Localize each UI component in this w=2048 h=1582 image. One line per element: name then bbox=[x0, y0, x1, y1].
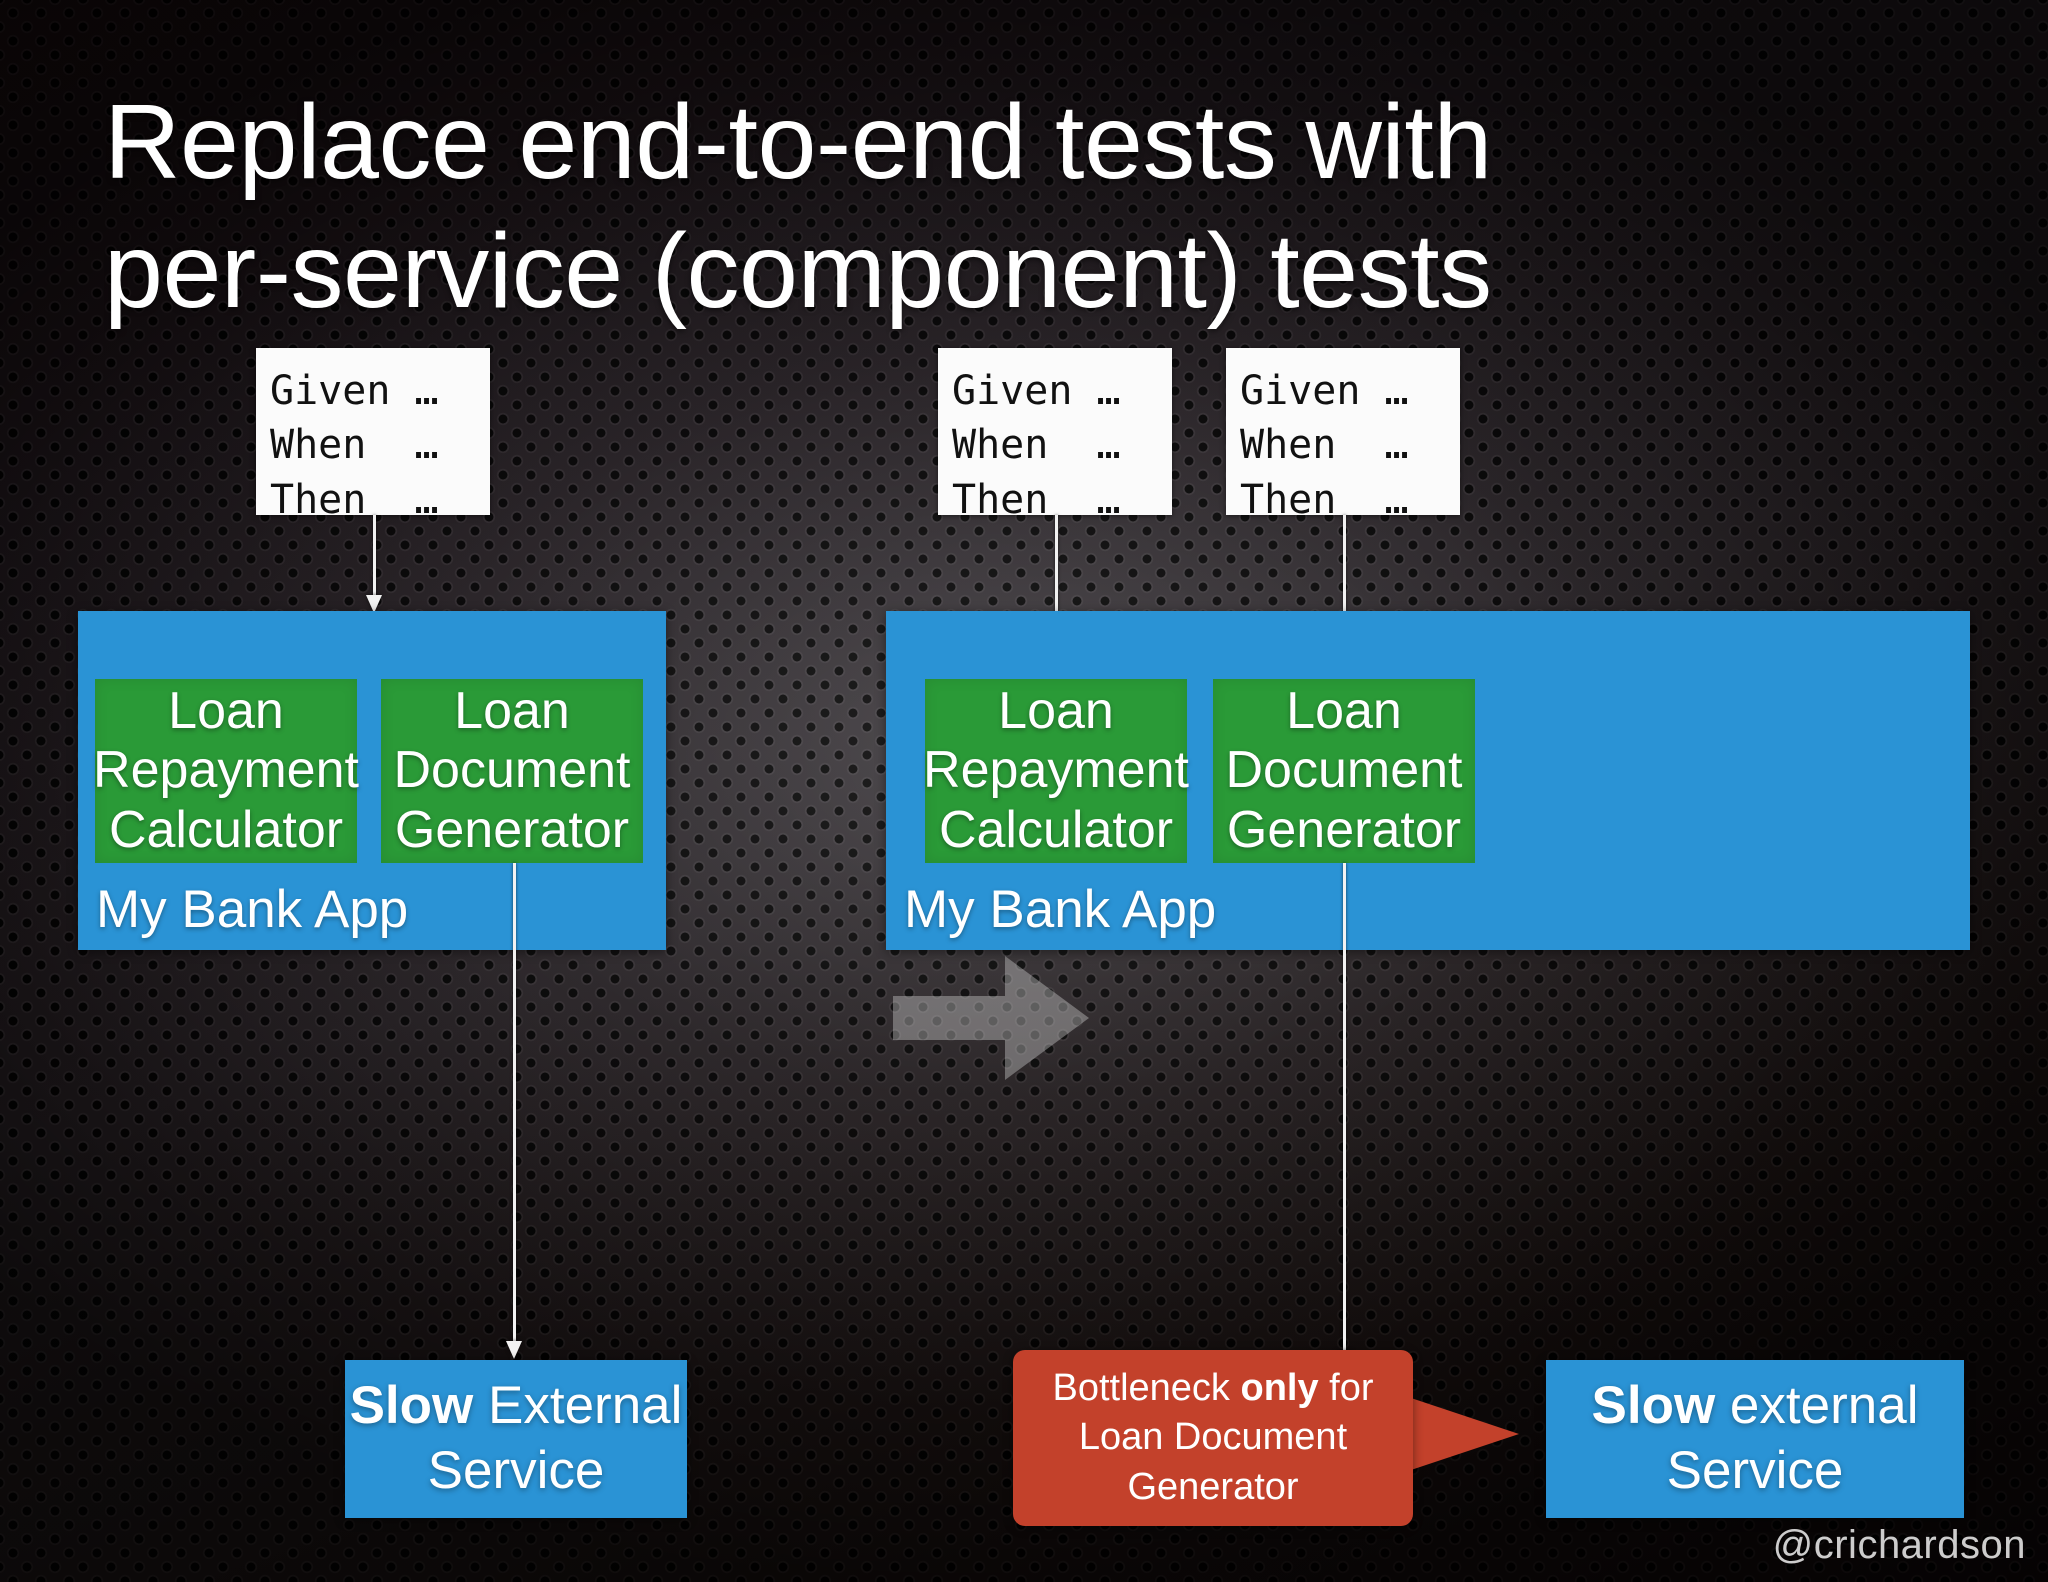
service-line-1: Loan bbox=[998, 682, 1114, 741]
service-line-2: Document bbox=[393, 741, 631, 800]
service-line-1: Loan bbox=[1286, 682, 1402, 741]
service-box-right-loan-repayment-calculator: Loan Repayment Calculator bbox=[923, 679, 1189, 863]
external-service-box-right: Slow external Service bbox=[1546, 1360, 1964, 1518]
service-line-2: Repayment bbox=[93, 741, 359, 800]
external-service-left-rest: External bbox=[473, 1376, 683, 1436]
gherkin-given: Given … bbox=[1240, 368, 1409, 414]
service-box-left-loan-repayment-calculator: Loan Repayment Calculator bbox=[93, 679, 359, 863]
service-box-right-loan-document-generator: Loan Document Generator bbox=[1213, 679, 1475, 863]
service-line-3: Calculator bbox=[938, 800, 1174, 859]
app-container-right-label: My Bank App bbox=[904, 880, 1217, 939]
gherkin-card-right-document-test: Given … When … Then … bbox=[1226, 348, 1460, 523]
bottleneck-callout: Bottleneck only for Loan Document Genera… bbox=[1013, 1350, 1413, 1526]
external-service-left-line-2: Service bbox=[427, 1441, 605, 1500]
callout-line-1: Bottleneck only for bbox=[1052, 1364, 1373, 1413]
gherkin-card-right-repayment-test: Given … When … Then … bbox=[938, 348, 1172, 523]
gherkin-card-left-e2e-test: Given … When … Then … bbox=[256, 348, 490, 523]
external-service-right-line-1: Slow external bbox=[1592, 1374, 1919, 1439]
down-arrow-stem bbox=[373, 515, 376, 597]
gherkin-then: Then … bbox=[952, 476, 1121, 523]
gherkin-then: Then … bbox=[1240, 476, 1409, 523]
callout-line-2: Loan Document bbox=[1078, 1416, 1348, 1459]
service-box-left-loan-document-generator: Loan Document Generator bbox=[381, 679, 643, 863]
gherkin-when: When … bbox=[1240, 422, 1409, 469]
service-line-1: Loan bbox=[454, 682, 570, 741]
external-service-right-bold: Slow bbox=[1591, 1376, 1716, 1436]
triangle-pointer-icon bbox=[1411, 1398, 1519, 1470]
external-service-left-line-1: Slow External bbox=[350, 1374, 683, 1439]
app-container-left-label: My Bank App bbox=[96, 880, 409, 939]
service-line-2: Repayment bbox=[923, 741, 1189, 800]
gherkin-then: Then … bbox=[270, 476, 439, 523]
service-line-3: Calculator bbox=[108, 800, 344, 859]
slide-title: Replace end-to-end tests with per-servic… bbox=[104, 78, 1984, 337]
slide-title-line-1: Replace end-to-end tests with bbox=[104, 83, 1492, 201]
external-service-box-left: Slow External Service bbox=[345, 1360, 687, 1518]
service-line-3: Generator bbox=[394, 800, 630, 859]
callout-line-3: Generator bbox=[1127, 1465, 1299, 1508]
external-service-right-rest: external bbox=[1715, 1376, 1919, 1436]
gherkin-given: Given … bbox=[952, 368, 1121, 414]
right-arrow-icon bbox=[893, 952, 1089, 1084]
external-service-right-line-2: Service bbox=[1666, 1441, 1844, 1500]
down-arrow-icon bbox=[506, 1341, 522, 1359]
gherkin-when: When … bbox=[952, 422, 1121, 469]
callout-line-1-bold: only bbox=[1240, 1366, 1319, 1409]
callout-line-1-post: for bbox=[1318, 1366, 1374, 1409]
service-line-2: Document bbox=[1225, 741, 1463, 800]
callout-line-1-pre: Bottleneck bbox=[1052, 1366, 1241, 1409]
service-line-3: Generator bbox=[1226, 800, 1462, 859]
gherkin-given: Given … bbox=[270, 368, 439, 414]
service-line-1: Loan bbox=[168, 682, 284, 741]
slide-title-line-2: per-service (component) tests bbox=[104, 212, 1492, 331]
author-watermark: @crichardson bbox=[1772, 1523, 2026, 1567]
gherkin-when: When … bbox=[270, 422, 439, 469]
external-service-left-bold: Slow bbox=[349, 1376, 474, 1436]
